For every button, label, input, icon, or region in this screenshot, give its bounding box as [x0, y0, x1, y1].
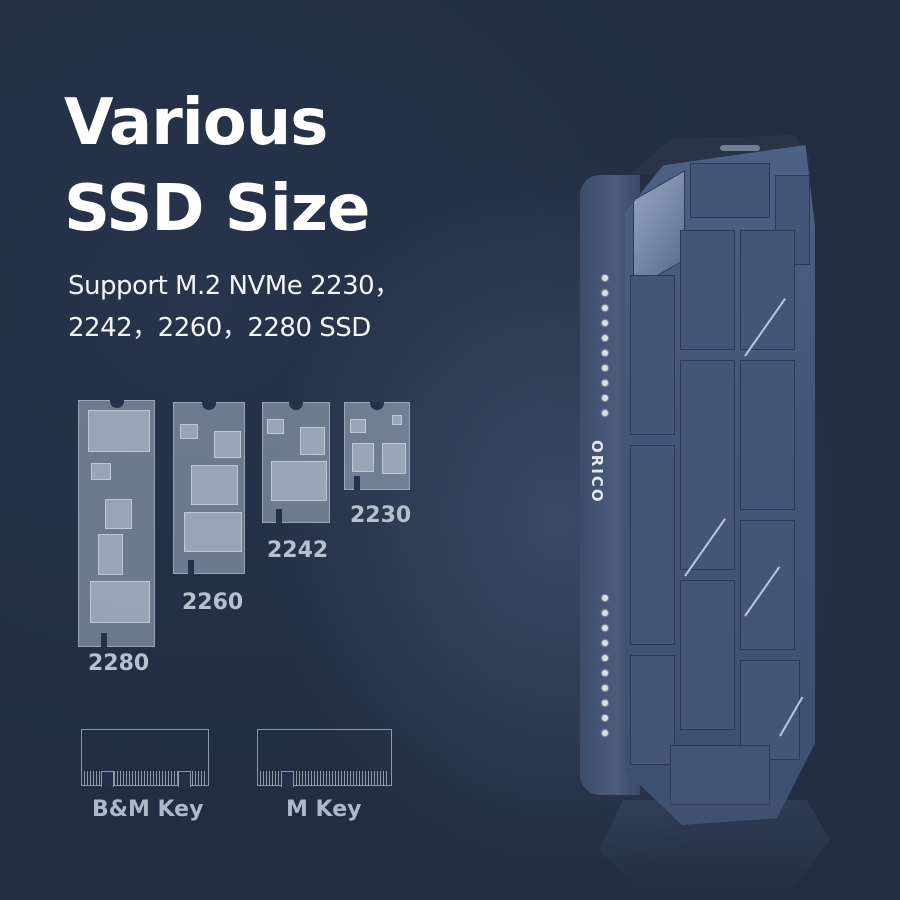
ssd-2242-illustration	[262, 402, 330, 523]
b-key-notch	[101, 771, 114, 787]
subheadline-line-1: Support M.2 NVMe 2230，	[68, 271, 400, 301]
size-label-2280: 2280	[88, 651, 150, 676]
face-panel	[680, 230, 735, 350]
ssd-notch	[289, 402, 303, 410]
size-label-2242: 2242	[267, 538, 329, 563]
usb-c-port-icon	[720, 145, 760, 151]
face-panel	[680, 580, 735, 730]
ssd-key-notch	[354, 476, 360, 490]
ssd-chip	[184, 512, 242, 552]
m-key-notch	[281, 771, 294, 787]
ssd-chip	[392, 415, 402, 425]
ssd-chip	[214, 431, 241, 458]
ssd-chip	[271, 461, 327, 501]
vent-holes-icon	[602, 275, 608, 425]
device-reflection	[600, 800, 830, 900]
ssd-2280-illustration	[78, 400, 155, 647]
ssd-chip	[382, 443, 406, 474]
headline: Various SSD Size	[64, 80, 370, 252]
ssd-notch	[109, 400, 124, 408]
ssd-chip	[88, 410, 150, 452]
m-key-connector-diagram	[257, 729, 392, 787]
ssd-2230-illustration	[344, 402, 410, 490]
ssd-chip	[90, 581, 150, 623]
face-panel	[670, 745, 770, 805]
ssd-chip	[98, 534, 123, 575]
ssd-chip	[180, 424, 198, 439]
ssd-chip	[91, 463, 111, 480]
face-panel	[630, 275, 675, 435]
size-label-2260: 2260	[182, 590, 244, 615]
ssd-notch	[370, 402, 384, 410]
face-panel	[633, 169, 685, 291]
device-face	[625, 145, 815, 825]
ssd-key-notch	[188, 560, 194, 574]
bm-key-connector-diagram	[81, 729, 209, 787]
m-key-notch	[178, 771, 191, 787]
face-panel	[690, 163, 770, 218]
face-panel	[740, 360, 795, 510]
ssd-chip	[350, 419, 366, 433]
connector-pins	[84, 771, 206, 785]
key-label-m: M Key	[286, 797, 362, 822]
ssd-chip	[300, 427, 325, 455]
orico-brand-logo: ORICO	[588, 440, 606, 504]
ssd-key-notch	[276, 509, 282, 523]
ssd-enclosure-product	[580, 135, 840, 835]
ssd-notch	[202, 402, 216, 410]
vent-holes-icon	[602, 595, 608, 745]
face-panel	[740, 230, 795, 350]
ssd-chip	[191, 465, 238, 505]
subheadline: Support M.2 NVMe 2230， 2242，2260，2280 SS…	[68, 265, 400, 349]
ssd-chip	[105, 499, 132, 529]
ssd-chip	[267, 419, 284, 434]
headline-line-2: SSD Size	[64, 172, 370, 246]
subheadline-line-2: 2242，2260，2280 SSD	[68, 313, 371, 343]
key-label-bm: B&M Key	[92, 797, 204, 822]
face-panel	[680, 360, 735, 570]
ssd-chip	[352, 443, 374, 472]
face-panel	[630, 445, 675, 645]
face-panel	[740, 660, 800, 760]
face-panel	[630, 655, 675, 765]
ssd-2260-illustration	[173, 402, 245, 574]
headline-line-1: Various	[64, 86, 328, 160]
size-label-2230: 2230	[350, 503, 412, 528]
connector-pins	[260, 771, 389, 785]
ssd-key-notch	[101, 633, 107, 647]
